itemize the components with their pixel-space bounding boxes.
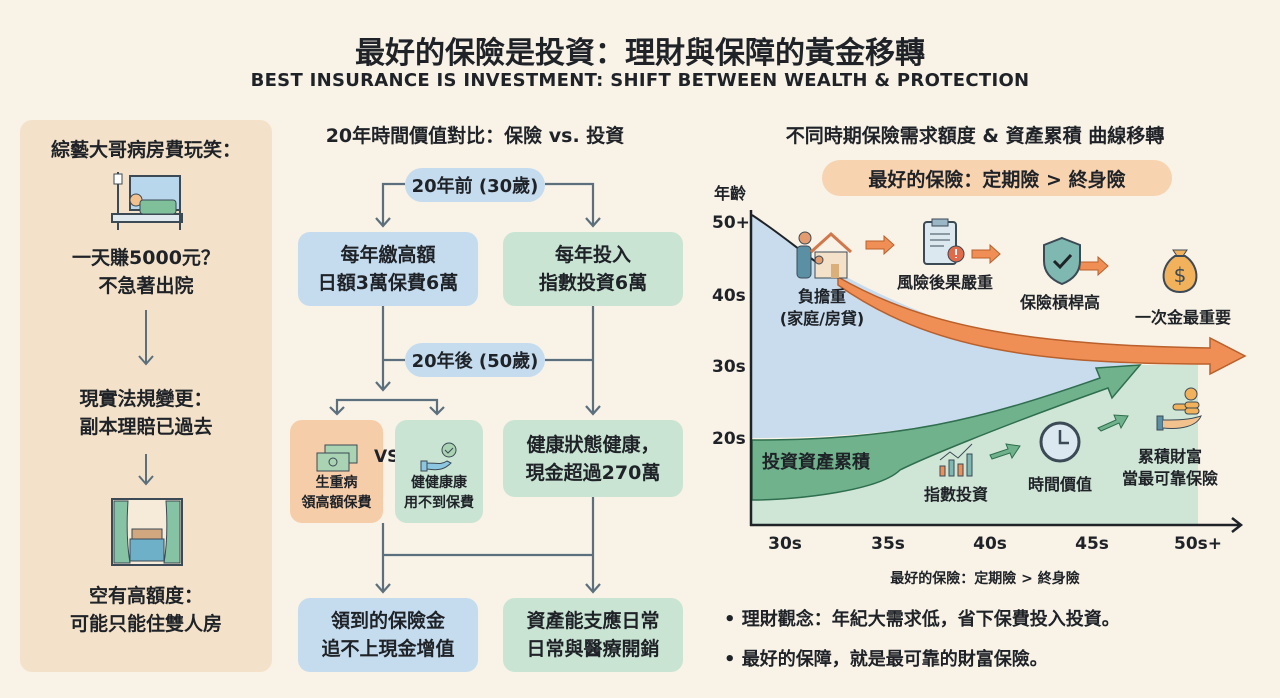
leverage-label: 保險槓桿高 — [1019, 293, 1100, 312]
burden-line-2: (家庭/房貸) — [779, 309, 865, 328]
left-heading: 綜藝大哥病房費玩笑： — [50, 139, 241, 161]
middle-heading: 20年時間價值對比：保險 vs. 投資 — [325, 125, 625, 147]
sick-line-2: 領高額保費 — [301, 495, 372, 511]
bullet-2: • 最好的保障，就是最可靠的財富保險。 — [724, 649, 1048, 670]
clipboard-warning-icon — [923, 218, 965, 265]
insurance-line-1: 每年繳高額 — [340, 244, 436, 266]
y-tick: 20s — [712, 429, 746, 449]
family-house-icon — [796, 231, 853, 279]
cash-icon — [316, 444, 357, 472]
risk-label: 風險後果嚴重 — [896, 273, 993, 292]
bullet-1-text: 理財觀念：年紀大需求低，省下保費投入投資。 — [741, 609, 1120, 630]
burden-line-1: 負擔重 — [797, 287, 846, 306]
y-axis-label: 年齡 — [714, 184, 747, 203]
step-2-line-1: 現實法規變更： — [79, 388, 213, 410]
healthy-line-1: 健健康康 — [411, 475, 467, 491]
invest-final-line-2: 日常與醫療開銷 — [526, 638, 660, 660]
coins-hand-icon — [1156, 387, 1202, 431]
wealth-line-2: 當最可靠保險 — [1121, 469, 1218, 488]
double-room-bed-icon — [111, 498, 183, 566]
y-tick: 50+ — [712, 213, 750, 233]
healthy-line-2: 用不到保費 — [404, 495, 474, 511]
y-tick: 40s — [712, 286, 746, 306]
page-title: 最好的保險是投資：理財與保障的黃金移轉 — [355, 36, 925, 71]
y-tick: 30s — [712, 357, 746, 377]
time-value-label: 時間價值 — [1027, 475, 1092, 494]
left-step-1: 一天賺5000元？ 不急著出院 — [20, 244, 272, 300]
hand-check-icon — [420, 442, 457, 472]
shield-check-icon — [1043, 236, 1081, 286]
wealth-line-1: 累積財富 — [1137, 447, 1202, 466]
bullet-2-text: 最好的保障，就是最可靠的財富保險。 — [741, 649, 1048, 670]
page-subtitle: BEST INSURANCE IS INVESTMENT: SHIFT BETW… — [250, 70, 1030, 91]
arrow-down-icon — [138, 454, 154, 486]
invest-final-box: 資產能支應日常日常與醫療開銷 — [503, 598, 683, 672]
bullet-1: • 理財觀念：年紀大需求低，省下保費投入投資。 — [724, 609, 1120, 630]
step-1-line-2: 不急著出院 — [98, 275, 194, 297]
insurance-final-line-1: 領到的保險金 — [330, 610, 445, 632]
x-tick: 45s — [1075, 534, 1109, 554]
invest-final-line-1: 資產能支應日常 — [526, 610, 660, 632]
hospital-bed-icon — [111, 172, 183, 230]
right-heading: 不同時期保險需求額度 & 資產累積 曲線移轉 — [785, 125, 1165, 147]
x-tick: 35s — [871, 534, 905, 554]
invest-line-2: 指數投資6萬 — [538, 272, 648, 294]
left-step-2: 現實法規變更： 副本理賠已過去 — [20, 385, 272, 441]
step-1-line-1: 一天賺5000元？ — [72, 247, 220, 269]
accumulate-label: 投資資產累積 — [762, 452, 870, 473]
insurance-final-box: 領到的保險金追不上現金增值 — [298, 598, 478, 672]
sick-line-1: 生重病 — [315, 475, 358, 491]
invest-result-box: 健康狀態健康， 現金超過270萬 — [503, 420, 683, 497]
vs-label: VS — [374, 447, 400, 467]
step-3-line-2: 可能只能住雙人房 — [69, 613, 222, 635]
x-tick: 50s+ — [1173, 534, 1223, 554]
burden-label: 負擔重 (家庭/房貸) — [762, 286, 882, 330]
best-insurance-banner: 最好的保險：定期險 > 終身險 — [822, 160, 1172, 196]
bar-chart-growth-icon — [939, 443, 973, 477]
insurance-line-2: 日額3萬保費6萬 — [317, 272, 459, 294]
x-tick: 30s — [768, 534, 802, 554]
clock-icon — [1039, 421, 1081, 463]
invest-result-line-2: 現金超過270萬 — [525, 461, 661, 484]
x-axis-caption: 最好的保險：定期險 > 終身險 — [890, 571, 1080, 587]
x-tick: 40s — [973, 534, 1007, 554]
index-invest-box: 每年投入指數投資6萬 — [503, 232, 683, 306]
money-bag-icon: $ — [1162, 249, 1198, 294]
arrow-down-icon — [138, 310, 154, 366]
healthy-box: 健健康康用不到保費 — [395, 420, 483, 523]
sick-box: 生重病領高額保費 — [290, 420, 383, 523]
insurance-final-line-2: 追不上現金增值 — [321, 638, 455, 660]
insurance-premium-box: 每年繳高額日額3萬保費6萬 — [298, 232, 478, 306]
svg-text:$: $ — [1174, 263, 1187, 287]
left-step-3: 空有高額度： 可能只能住雙人房 — [20, 582, 272, 638]
wealth-label: 累積財富當最可靠保險 — [1105, 446, 1235, 490]
invest-result-line-1: 健康狀態健康， — [526, 433, 660, 456]
before-30-pill: 20年前 (30歲) — [405, 168, 545, 202]
step-2-line-2: 副本理賠已過去 — [79, 416, 213, 438]
after-50-pill: 20年後 (50歲) — [405, 343, 545, 377]
invest-line-1: 每年投入 — [554, 244, 631, 266]
lump-sum-label: 一次金最重要 — [1134, 308, 1231, 327]
index-invest-label: 指數投資 — [923, 485, 988, 504]
step-3-line-1: 空有高額度： — [88, 585, 203, 607]
